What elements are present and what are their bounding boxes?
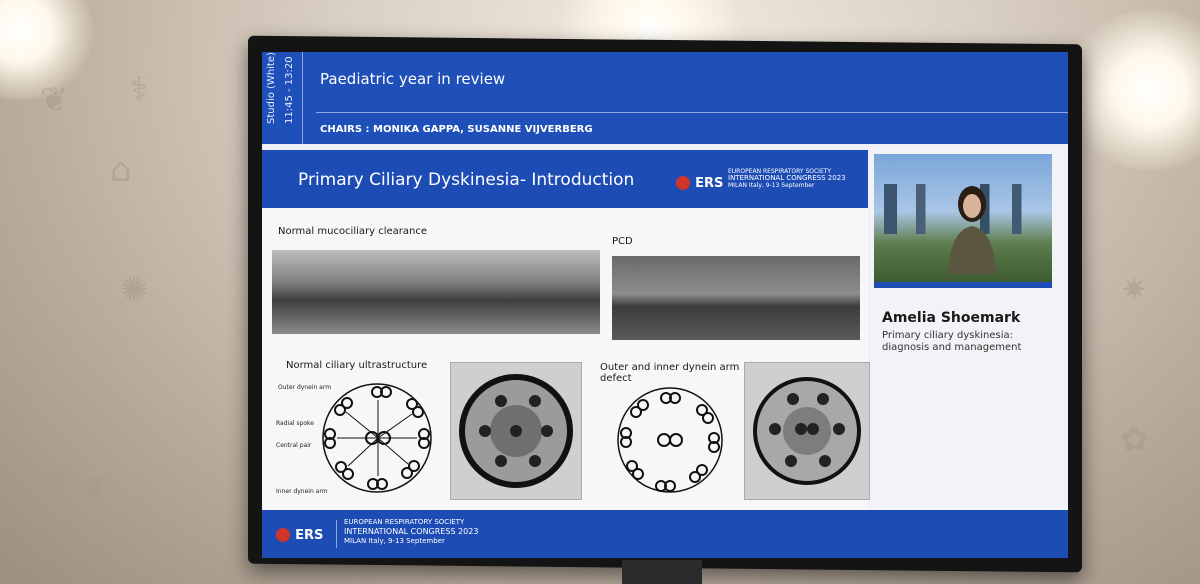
footer-ers-logo-text: ERS xyxy=(295,528,324,543)
label-outer-dynein: Outer dynein arm xyxy=(278,384,332,391)
footer-ers-line1: EUROPEAN RESPIRATORY SOCIETY xyxy=(344,518,465,526)
slide-title: Primary Ciliary Dyskinesia- Introduction xyxy=(298,170,635,190)
wall-doodle-right-flower-icon: ✿ xyxy=(1120,420,1149,460)
speaker-name: Amelia Shoemark xyxy=(882,310,1021,326)
em-ring-defect xyxy=(753,377,861,485)
label-central-pair: Central pair xyxy=(276,442,312,449)
diagram-normal-cilium xyxy=(322,383,432,493)
session-chairs: CHAIRS : MONIKA GAPPA, SUSANNE VIJVERBER… xyxy=(320,124,593,135)
diagram-defect-cilium xyxy=(617,387,723,493)
tv-screen: Studio (White) 11:45 - 13:20 Paediatric … xyxy=(262,52,1068,558)
ers-lungs-icon xyxy=(676,175,690,190)
wall-doodle-arch-icon: ⌂ xyxy=(110,150,132,190)
speaker-video-feed xyxy=(874,154,1052,288)
speaker-panel: Amelia Shoemark Primary ciliary dyskines… xyxy=(870,150,1068,558)
presentation-slide: Primary Ciliary Dyskinesia- Introduction… xyxy=(262,150,870,550)
footer-ers-line2: INTERNATIONAL CONGRESS 2023 xyxy=(344,527,479,536)
caption-pcd: PCD xyxy=(612,236,633,247)
studio-label: Studio (White) xyxy=(266,52,277,124)
slide-ers-logo-text: ERS xyxy=(695,176,724,191)
caption-normal-ultrastructure: Normal ciliary ultrastructure xyxy=(286,360,428,371)
slide-ers-line3: MILAN Italy, 9-13 September xyxy=(728,182,815,189)
caption-defect: Outer and inner dynein arm defect xyxy=(600,362,739,384)
slide-header: Primary Ciliary Dyskinesia- Introduction… xyxy=(262,150,868,208)
session-bar: Studio (White) 11:45 - 13:20 Paediatric … xyxy=(262,52,1068,144)
em-ring-normal xyxy=(459,374,573,488)
session-divider xyxy=(316,112,1068,113)
footer-bar: ERS EUROPEAN RESPIRATORY SOCIETY INTERNA… xyxy=(262,510,1068,558)
session-title: Paediatric year in review xyxy=(320,70,506,88)
wall-doodle-leaf-icon: ❦ xyxy=(40,80,69,120)
wall-doodle-stethoscope-icon: ⚕ xyxy=(130,70,149,110)
speaker-topic: Primary ciliary dyskinesia: diagnosis an… xyxy=(882,330,1022,353)
label-radial-spoke: Radial spoke xyxy=(276,420,314,427)
wall-doodle-right-star-icon: ✷ xyxy=(1120,270,1149,310)
caption-normal-clearance: Normal mucociliary clearance xyxy=(278,226,428,237)
footer-ers-lungs-icon xyxy=(276,527,290,542)
wall-doodle-tower-icon: ♜ xyxy=(80,470,111,510)
footer-ers-separator xyxy=(336,520,337,548)
session-time: 11:45 - 13:20 xyxy=(284,56,295,124)
label-inner-dynein: Inner dynein arm xyxy=(276,488,328,495)
slide-ers-line2: INTERNATIONAL CONGRESS 2023 xyxy=(728,174,846,182)
em-cross-section-normal xyxy=(450,362,582,500)
caption-defect-line2: defect xyxy=(600,373,632,384)
footer-ers-branding: ERS EUROPEAN RESPIRATORY SOCIETY INTERNA… xyxy=(276,518,536,548)
micrograph-normal-clearance xyxy=(272,250,600,334)
speaker-person xyxy=(948,186,996,274)
wall-doodle-shell-icon: ✺ xyxy=(120,270,149,310)
wall-doodle-flower-icon: ✿ xyxy=(40,460,69,500)
ceiling-light-right xyxy=(1060,10,1200,170)
footer-ers-line3: MILAN Italy, 9-13 September xyxy=(344,537,445,545)
tv-stand xyxy=(622,560,702,584)
em-cross-section-defect xyxy=(744,362,870,500)
session-bar-separator xyxy=(302,52,303,144)
caption-defect-line1: Outer and inner dynein arm xyxy=(600,362,740,373)
slide-ers-branding: ERS EUROPEAN RESPIRATORY SOCIETY INTERNA… xyxy=(676,168,866,191)
micrograph-pcd xyxy=(612,256,860,340)
slide-ers-line1: EUROPEAN RESPIRATORY SOCIETY xyxy=(728,168,832,175)
